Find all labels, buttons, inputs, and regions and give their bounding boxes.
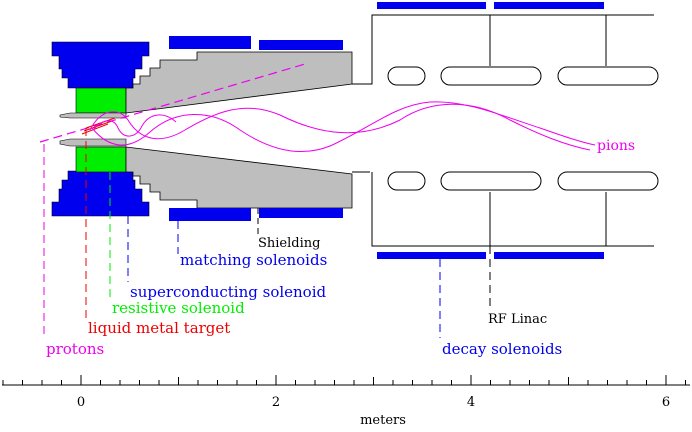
matching-solenoid-top-1 [169,36,251,49]
matching-solenoids-label: matching solenoids [180,251,327,269]
shielding-bottom [125,146,353,209]
resistive-solenoid-label: resistive solenoid [112,299,245,317]
matching-solenoid-bottom-1 [169,208,251,221]
axis-tick-label: 2 [272,395,280,410]
axis-tick-label: 6 [662,395,670,410]
shielding-label: Shielding [258,236,320,251]
rf-linac-label: RF Linac [488,312,547,327]
decay-solenoids-label: decay solenoids [442,340,562,358]
proton-beam-line [39,63,306,143]
protons-label: protons [46,340,104,358]
pion-trajectory-1 [89,103,591,151]
resistive-solenoid-bottom [75,146,127,173]
pion-trajectory-3 [93,114,177,137]
target-pipe-bottom [59,138,127,147]
axis-label: meters [360,413,406,427]
pions-label: pions [597,138,635,154]
axis-tick-label: 4 [467,395,475,410]
axis-ticks: 0 2 4 6 [2,375,686,410]
decay-solenoid-top-1 [377,2,486,9]
decay-solenoid-bottom-2 [494,252,604,259]
superconducting-solenoid-bottom [51,170,150,217]
superconducting-solenoid-label: superconducting solenoid [130,283,327,301]
decay-solenoid-bottom-1 [377,252,486,259]
decay-solenoid-top-2 [494,2,604,9]
shielding-top [125,51,353,114]
axis-tick-label: 0 [77,395,85,410]
rf-linac-structure [370,14,659,247]
matching-solenoid-bottom-2 [259,208,343,218]
resistive-solenoid-top [75,87,127,114]
liquid-metal-target-label: liquid metal target [88,319,230,337]
pion-trajectory-2 [91,101,596,153]
target-pipe-top [59,112,127,119]
superconducting-solenoid-top [51,41,150,89]
matching-solenoid-top-2 [259,40,343,50]
